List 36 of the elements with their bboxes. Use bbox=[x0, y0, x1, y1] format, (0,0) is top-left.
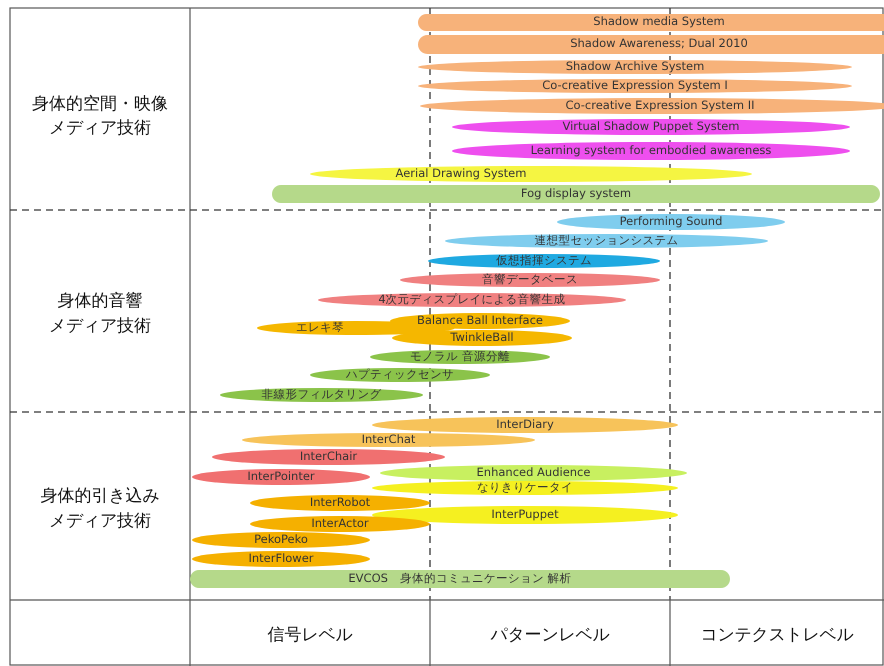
project-ellipse: InterActor bbox=[250, 516, 430, 532]
column-heading: コンテクストレベル bbox=[700, 624, 854, 646]
project-ellipse: InterChat bbox=[242, 433, 535, 447]
project-ellipse: Aerial Drawing System bbox=[310, 166, 752, 182]
row-heading: メディア技術 bbox=[48, 117, 152, 139]
project-ellipse: InterRobot bbox=[250, 495, 430, 511]
project-ellipse: Co-creative Expression System I bbox=[418, 79, 852, 93]
project-ellipse: ハプティックセンサ bbox=[310, 368, 490, 382]
project-ellipse: なりきりケータイ bbox=[372, 481, 678, 495]
project-ellipse: Enhanced Audience bbox=[380, 465, 687, 481]
project-ellipse: TwinkleBall bbox=[392, 330, 572, 346]
project-ellipse: InterChair bbox=[212, 449, 445, 465]
project-ellipse: 仮想指揮システム bbox=[428, 254, 660, 268]
row-heading: 身体的音響 bbox=[56, 290, 144, 312]
project-ellipse: Learning system for embodied awareness bbox=[452, 142, 850, 160]
project-ellipse: Balance Ball Interface bbox=[390, 313, 570, 329]
project-ellipse: InterPuppet bbox=[372, 506, 678, 524]
row-heading: 身体的引き込み bbox=[40, 485, 160, 507]
project-ellipse: Co-creative Expression System II bbox=[420, 98, 884, 114]
project-ellipse: モノラル 音源分離 bbox=[370, 350, 550, 364]
row-heading: 身体的空間・映像 bbox=[31, 93, 169, 115]
project-ellipse: 非線形フィルタリング bbox=[220, 388, 423, 402]
column-heading: パターンレベル bbox=[490, 624, 610, 646]
project-ellipse: InterFlower bbox=[192, 551, 370, 567]
project-ellipse: InterDiary bbox=[372, 417, 678, 433]
project-ellipse: Shadow Archive System bbox=[418, 60, 852, 74]
project-ellipse: Performing Sound bbox=[557, 214, 785, 230]
project-ellipse: 音響データベース bbox=[400, 273, 660, 287]
project-ellipse: Virtual Shadow Puppet System bbox=[452, 119, 850, 135]
column-heading: 信号レベル bbox=[266, 624, 354, 646]
project-ellipse: InterPointer bbox=[192, 469, 370, 485]
row-heading: メディア技術 bbox=[48, 315, 152, 337]
row-heading: メディア技術 bbox=[48, 510, 152, 532]
project-ellipse: 連想型セッションシステム bbox=[445, 234, 768, 248]
project-ellipse: 4次元ディスプレイによる音響生成 bbox=[318, 293, 626, 307]
project-ellipse: PekoPeko bbox=[192, 532, 370, 548]
